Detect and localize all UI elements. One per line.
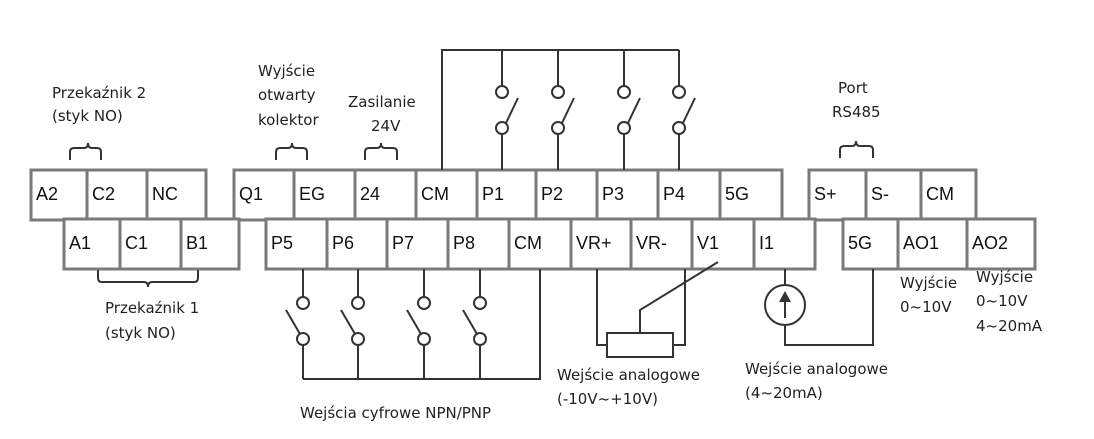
analog-current-range: (4~20mA) bbox=[745, 384, 823, 402]
terminal-vrminus: VR- bbox=[629, 217, 694, 271]
terminal-label: P1 bbox=[482, 184, 504, 204]
terminal-q1: Q1 bbox=[232, 168, 296, 222]
analog-voltage-label: Wejście analogowe bbox=[557, 366, 700, 384]
terminal-label: P2 bbox=[541, 184, 563, 204]
switch-icon bbox=[462, 269, 487, 379]
terminal-label: P7 bbox=[392, 233, 414, 253]
terminal-label: AO1 bbox=[903, 233, 939, 253]
oc-label-2: otwarty bbox=[258, 86, 316, 104]
switch-icon bbox=[340, 269, 365, 379]
terminal-splus: S+ bbox=[807, 168, 868, 222]
analog-voltage-range: (-10V~+10V) bbox=[557, 390, 658, 408]
terminal-label: 5G bbox=[725, 184, 749, 204]
terminal-label: A1 bbox=[69, 233, 91, 253]
terminal-label: P8 bbox=[453, 233, 475, 253]
terminal-label: CM bbox=[926, 184, 954, 204]
relay1-label: Przekaźnik 1 bbox=[105, 299, 199, 317]
terminal-label: B1 bbox=[186, 233, 208, 253]
digital-input-switches-bottom bbox=[285, 269, 541, 380]
terminal-ao1: AO1 bbox=[896, 217, 969, 271]
terminal-p4: P4 bbox=[656, 168, 722, 222]
terminal-b1: B1 bbox=[179, 217, 241, 271]
switch-icon bbox=[551, 50, 575, 170]
current-source-icon bbox=[764, 269, 874, 346]
digital-input-switches-top bbox=[441, 49, 696, 170]
terminal-label: NC bbox=[152, 184, 178, 204]
terminal-c1: C1 bbox=[118, 217, 183, 271]
switch-icon bbox=[495, 50, 519, 170]
relay2-label: Przekaźnik 2 bbox=[52, 84, 146, 102]
terminal-label: 5G bbox=[848, 233, 872, 253]
terminal-a2: A2 bbox=[29, 168, 89, 222]
terminal-label: P4 bbox=[663, 184, 685, 204]
switch-icon bbox=[672, 50, 696, 170]
terminal-p8: P8 bbox=[446, 217, 511, 271]
terminal-label: Q1 bbox=[239, 184, 263, 204]
terminal-label: P5 bbox=[271, 233, 293, 253]
switch-icon bbox=[617, 50, 641, 170]
terminal-sminus: S- bbox=[864, 168, 923, 222]
terminal-c2: C2 bbox=[85, 168, 149, 222]
terminal-p1: P1 bbox=[475, 168, 538, 222]
terminal-24: 24 bbox=[353, 168, 418, 222]
terminal-p2: P2 bbox=[534, 168, 599, 222]
terminal-label: S+ bbox=[814, 184, 837, 204]
oc-label-3: kolektor bbox=[258, 111, 319, 129]
terminal-label: 24 bbox=[360, 184, 380, 204]
rs485-sub: RS485 bbox=[832, 103, 881, 121]
terminal-label: EG bbox=[299, 184, 325, 204]
terminal-a1: A1 bbox=[62, 217, 122, 271]
terminal-label: CM bbox=[514, 233, 542, 253]
terminal-label: VR+ bbox=[576, 233, 612, 253]
terminal-label: C1 bbox=[125, 233, 148, 253]
ao2-range-v: 0~10V bbox=[976, 292, 1028, 310]
terminal-label: P6 bbox=[332, 233, 354, 253]
terminal-label: VR- bbox=[636, 233, 667, 253]
terminal-label: S- bbox=[871, 184, 889, 204]
ao1-range: 0~10V bbox=[900, 298, 952, 316]
terminal-nc: NC bbox=[145, 168, 208, 222]
rs485-label: Port bbox=[838, 79, 868, 97]
terminal-p5: P5 bbox=[264, 217, 329, 271]
annotations: Przekaźnik 2 (styk NO) Wyjście otwarty k… bbox=[52, 62, 1043, 422]
terminal-5g: 5G bbox=[718, 168, 784, 222]
supply-label: Zasilanie bbox=[348, 93, 416, 111]
relay2-sub: (styk NO) bbox=[52, 107, 123, 125]
terminal-ao2: AO2 bbox=[965, 217, 1037, 271]
ao1-label: Wyjście bbox=[900, 274, 957, 292]
terminal-cm: CM bbox=[919, 168, 978, 222]
digital-inputs-label: Wejścia cyfrowe NPN/PNP bbox=[300, 404, 491, 422]
analog-current-label: Wejście analogowe bbox=[745, 360, 888, 378]
terminal-p7: P7 bbox=[385, 217, 450, 271]
terminal-label: I1 bbox=[759, 233, 774, 253]
terminal-eg: EG bbox=[292, 168, 357, 222]
terminal-label: A2 bbox=[36, 184, 58, 204]
terminal-cm: CM bbox=[507, 217, 573, 271]
oc-label-1: Wyjście bbox=[258, 62, 315, 80]
terminal-label: V1 bbox=[697, 233, 719, 253]
terminal-v1: V1 bbox=[690, 217, 756, 271]
terminal-p6: P6 bbox=[325, 217, 389, 271]
ao2-label: Wyjście bbox=[976, 268, 1033, 286]
terminal-label: C2 bbox=[92, 184, 115, 204]
relay1-sub: (styk NO) bbox=[105, 324, 176, 342]
terminal-i1: I1 bbox=[752, 217, 817, 271]
switch-icon bbox=[285, 269, 310, 379]
terminal-p3: P3 bbox=[595, 168, 660, 222]
supply-sub: 24V bbox=[371, 117, 401, 135]
ao2-range-i: 4~20mA bbox=[976, 317, 1043, 335]
braces bbox=[69, 140, 874, 288]
terminal-5g: 5G bbox=[841, 217, 900, 271]
terminal-label: CM bbox=[421, 184, 449, 204]
potentiometer bbox=[596, 261, 719, 358]
terminal-vrplus: VR+ bbox=[569, 217, 633, 271]
switch-icon bbox=[406, 269, 431, 379]
terminal-label: P3 bbox=[602, 184, 624, 204]
terminal-label: AO2 bbox=[972, 233, 1008, 253]
terminal-cm: CM bbox=[414, 168, 479, 222]
